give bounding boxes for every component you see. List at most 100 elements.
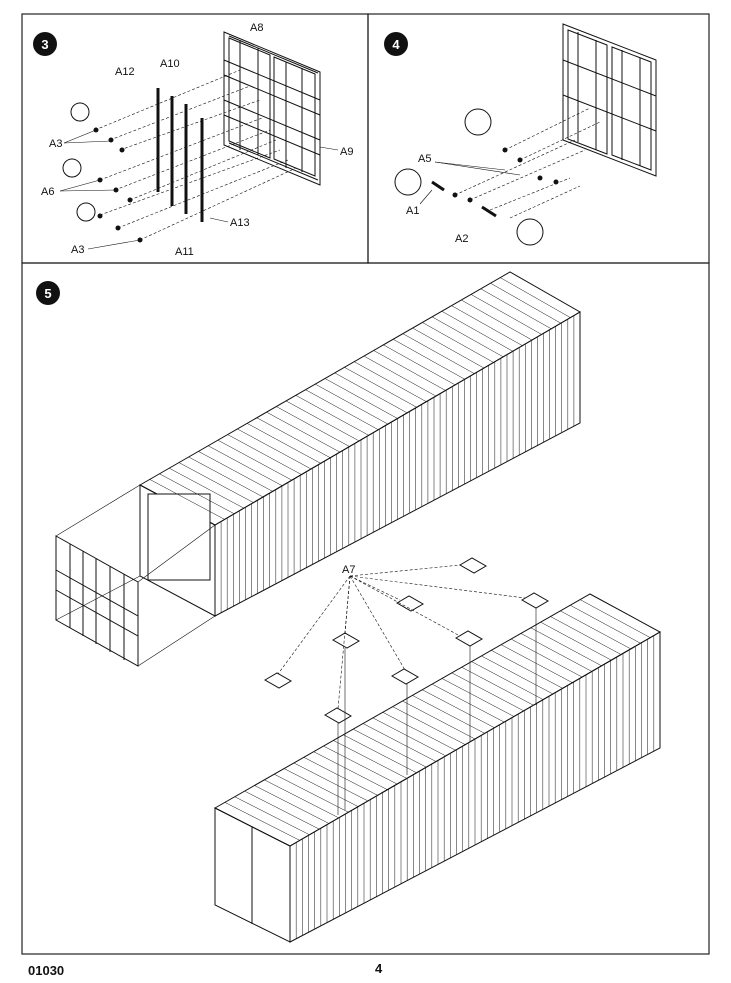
rib-line	[570, 605, 641, 644]
step-3-badge: 3	[33, 32, 57, 56]
door-leader-lines	[55, 484, 216, 667]
a7-callout-lines	[277, 564, 526, 710]
rib-line	[333, 740, 407, 779]
rib-line	[490, 282, 561, 324]
rib-line	[422, 322, 494, 363]
small-parts-step4	[452, 147, 559, 203]
lower-container	[213, 593, 662, 943]
rib-line	[373, 350, 446, 391]
rib-line	[560, 610, 631, 650]
rib-line	[324, 378, 398, 419]
lower-container-side-ribs	[295, 635, 655, 939]
rib-line	[431, 683, 505, 723]
rib-line	[501, 644, 573, 683]
rib-line	[323, 745, 398, 785]
rib-line	[293, 762, 369, 802]
container-open-end	[147, 493, 211, 581]
label-a10: A10	[160, 58, 180, 70]
rib-line	[274, 773, 349, 813]
rib-line	[461, 666, 534, 706]
label-a12: A12	[115, 66, 135, 78]
a7-parts	[264, 557, 549, 724]
svg-text:3: 3	[41, 37, 48, 52]
label-a8: A8	[250, 22, 263, 34]
rib-line	[540, 621, 612, 661]
lower-container-roof-ribs	[224, 599, 651, 841]
rib-line	[224, 802, 300, 841]
rib-line	[217, 439, 292, 481]
rib-line	[295, 395, 369, 436]
label-a7: A7	[342, 564, 355, 576]
step-3-leader-lines	[94, 69, 297, 241]
handles-step4	[431, 180, 497, 218]
svg-text:4: 4	[392, 37, 400, 52]
rib-line	[246, 423, 321, 464]
rib-line	[580, 599, 651, 638]
page-number: 4	[375, 961, 383, 976]
rib-line	[208, 445, 283, 486]
detached-doors	[55, 535, 139, 667]
step-5-panel	[21, 262, 710, 955]
rib-line	[227, 434, 302, 475]
door-assembly-drawing	[562, 23, 657, 177]
rib-line	[256, 417, 331, 458]
rib-line	[393, 339, 465, 380]
rib-line	[264, 779, 339, 819]
rib-line	[402, 333, 475, 374]
upper-container	[138, 271, 581, 617]
rib-line	[382, 712, 456, 751]
label-a5: A5	[418, 153, 431, 165]
rib-line	[422, 689, 495, 728]
rib-line	[303, 757, 378, 796]
label-a3-lower: A3	[71, 244, 84, 256]
rib-line	[266, 411, 340, 453]
rib-line	[550, 616, 622, 655]
label-a1: A1	[406, 205, 419, 217]
label-a9: A9	[340, 146, 353, 158]
a7-drop-lines	[337, 608, 537, 815]
rib-line	[237, 428, 312, 470]
upper-container-side-ribs	[220, 315, 575, 613]
rib-line	[254, 785, 330, 824]
label-a2: A2	[455, 233, 468, 245]
rib-line	[169, 467, 244, 509]
rib-line	[285, 400, 360, 442]
rib-line	[234, 796, 310, 835]
rib-line	[451, 672, 524, 712]
rib-line	[520, 633, 592, 672]
detail-circles-step3	[62, 102, 96, 222]
label-a11: A11	[175, 246, 194, 258]
rib-line	[383, 344, 456, 386]
step-5-badge: 5	[36, 281, 60, 305]
rib-line	[412, 695, 485, 734]
rib-line	[353, 728, 427, 768]
rib-line	[198, 451, 273, 492]
rib-line	[244, 790, 320, 830]
rib-line	[441, 311, 513, 352]
upper-container-roof-ribs	[149, 277, 571, 520]
rib-line	[276, 406, 350, 447]
rib-line	[354, 361, 427, 402]
rib-line	[461, 299, 533, 341]
rib-line	[188, 456, 264, 498]
detail-circles-step4	[394, 108, 544, 246]
rib-line	[313, 751, 388, 790]
rib-line	[159, 473, 235, 515]
step-4-panel	[367, 13, 710, 264]
product-code: 01030	[28, 963, 65, 978]
rib-line	[305, 389, 379, 430]
rib-line	[362, 723, 437, 762]
rib-line	[451, 305, 523, 346]
rib-line	[149, 479, 225, 520]
rib-line	[343, 734, 417, 774]
rib-line	[431, 316, 504, 358]
svg-text:5: 5	[44, 286, 51, 301]
rib-line	[363, 355, 437, 397]
label-a6: A6	[41, 186, 54, 198]
rib-line	[510, 638, 583, 678]
rib-line	[372, 717, 446, 757]
lock-rods	[156, 88, 204, 222]
rib-line	[283, 768, 359, 807]
rib-line	[334, 372, 408, 414]
